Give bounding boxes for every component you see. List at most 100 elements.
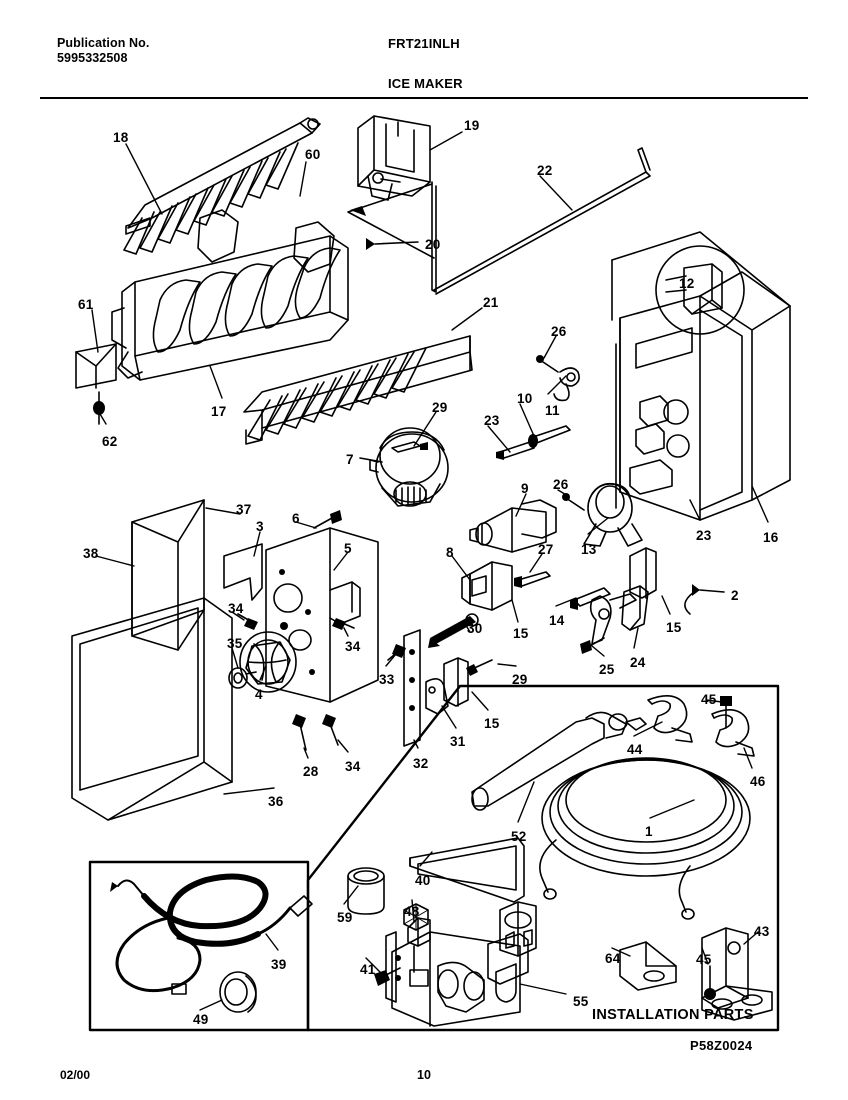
drawing-code: P58Z0024 [690, 1038, 753, 1053]
callout-10: 10 [517, 391, 533, 406]
box-harness [88, 860, 313, 1032]
callout-34: 34 [345, 639, 361, 654]
callout-20: 20 [425, 237, 441, 252]
part-52-tube [471, 711, 647, 811]
leader-2 [699, 589, 725, 593]
part-26-screw-a [536, 355, 559, 373]
part-41-screw [374, 967, 401, 986]
callout-13: 13 [581, 542, 597, 557]
callout-15: 15 [513, 626, 529, 641]
part-26-screw-b [562, 493, 585, 511]
callout-30: 30 [467, 621, 483, 636]
part-23-pin-a [496, 441, 535, 460]
callout-11: 11 [545, 403, 560, 418]
part-15-switch-c [443, 657, 469, 707]
leader-7 [359, 457, 383, 463]
part-11-clip [553, 367, 580, 402]
callout-49: 49 [193, 1012, 209, 1027]
callout-37: 37 [236, 502, 252, 517]
part-22-arm [347, 147, 651, 295]
part-25-screw [580, 637, 605, 654]
footer-page-number: 10 [417, 1068, 431, 1082]
part-46-clamp [711, 709, 755, 757]
callout-8: 8 [446, 545, 454, 560]
part-64-bracket [619, 941, 677, 991]
callout-15: 15 [484, 716, 500, 731]
part-38-shroud [131, 499, 205, 651]
callout-1: 1 [645, 824, 653, 839]
part-43-bracket [701, 927, 773, 1021]
part-49-grommet [219, 971, 257, 1013]
part-45-screw-b [704, 965, 716, 1000]
part-27-screw [514, 571, 551, 588]
callout-14: 14 [549, 613, 565, 628]
callout-28: 28 [303, 764, 319, 779]
part-48-nut [403, 903, 429, 931]
callout-25: 25 [599, 662, 615, 677]
part-29-screw-b [466, 659, 493, 676]
part-24-bracket [621, 585, 649, 631]
part-40-strip [409, 837, 525, 903]
callout-2: 2 [731, 588, 739, 603]
callout-33: 33 [379, 672, 395, 687]
part-14-lever [570, 587, 637, 645]
part-62-fastener [93, 391, 105, 425]
callout-18: 18 [113, 130, 129, 145]
callout-3: 3 [256, 519, 264, 534]
callout-22: 22 [537, 163, 553, 178]
callout-45: 45 [701, 692, 717, 707]
footer-date: 02/00 [60, 1068, 91, 1082]
callout-24: 24 [630, 655, 646, 670]
header-divider [40, 97, 808, 99]
part-4-fan [239, 631, 297, 693]
callout-6: 6 [292, 511, 300, 526]
callout-27: 27 [538, 542, 554, 557]
callout-52: 52 [511, 829, 527, 844]
callout-5: 5 [344, 541, 352, 556]
installation-parts-label: INSTALLATION PARTS [592, 1007, 754, 1023]
part-1-tubing [539, 757, 751, 920]
callout-32: 32 [413, 756, 429, 771]
callout-23: 23 [484, 413, 500, 428]
callout-43: 43 [754, 924, 770, 939]
callout-34: 34 [345, 759, 361, 774]
callout-15: 15 [666, 620, 682, 635]
callout-59: 59 [337, 910, 353, 925]
callout-39: 39 [271, 957, 287, 972]
model-number: FRT21INLH [388, 36, 460, 51]
part-28-screw [292, 714, 307, 751]
callout-23: 23 [696, 528, 712, 543]
part-10-shaft [528, 425, 571, 448]
callout-35: 35 [227, 636, 243, 651]
callout-17: 17 [211, 404, 227, 419]
box-installation-parts [306, 684, 780, 1032]
callout-38: 38 [83, 546, 99, 561]
part-61-bracket [75, 343, 117, 389]
part-18-stripper [123, 117, 321, 255]
callout-55: 55 [573, 994, 589, 1009]
part-16-module [611, 231, 791, 521]
callout-29: 29 [512, 672, 528, 687]
part-32-bracket [403, 629, 421, 747]
callout-29: 29 [432, 400, 448, 415]
part-17-mold [111, 209, 349, 381]
part-59-bushing [347, 867, 385, 915]
part-29-screw-a [391, 441, 428, 453]
part-7-motor [369, 427, 449, 507]
callout-16: 16 [763, 530, 779, 545]
part-21-shelf [243, 335, 473, 445]
part-35-bushing [228, 667, 257, 689]
callout-9: 9 [521, 481, 529, 496]
part-45-screw-a [720, 696, 732, 729]
callout-12: 12 [679, 276, 695, 291]
callout-48: 48 [404, 904, 420, 919]
publication-number: 5995332508 [57, 51, 128, 65]
callout-64: 64 [605, 951, 621, 966]
callout-19: 19 [464, 118, 480, 133]
callout-7: 7 [346, 452, 354, 467]
callout-26: 26 [551, 324, 567, 339]
part-55-water-valve [385, 901, 537, 1027]
leader-20 [374, 241, 419, 245]
